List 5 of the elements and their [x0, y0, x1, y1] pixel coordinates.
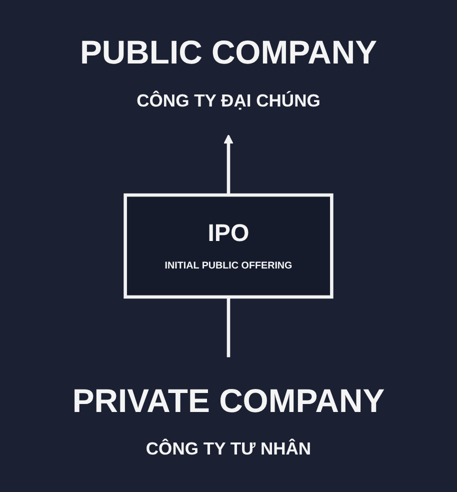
connector	[226, 296, 230, 358]
node-text: PRIVATE COMPANY CÔNG TY TƯ NHÂN	[72, 384, 385, 460]
node-text: PUBLIC COMPANY CÔNG TY ĐẠI CHÚNG	[80, 35, 378, 111]
node-box: IPO INITIAL PUBLIC OFFERING	[124, 193, 334, 299]
arrow	[224, 134, 234, 196]
